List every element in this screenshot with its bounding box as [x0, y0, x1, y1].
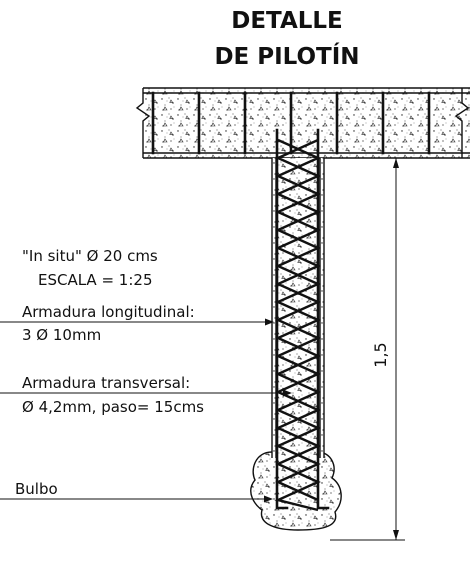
- longitudinal-rebar: [275, 128, 330, 510]
- transverse-leader: [0, 389, 292, 397]
- longitudinal-reinforcement-label: Armadura longitudinal:: [22, 303, 195, 321]
- height-value: 1,5: [371, 342, 390, 367]
- longitudinal-reinforcement-value: 3 Ø 10mm: [22, 326, 101, 344]
- title-line-2: DE PILOTÍN: [214, 42, 359, 70]
- bulb-label: Bulbo: [15, 480, 58, 498]
- scale-note: ESCALA = 1:25: [38, 271, 153, 289]
- longitudinal-leader: [0, 318, 274, 326]
- in-situ-note: "In situ" Ø 20 cms: [22, 247, 158, 265]
- bulb-leader: [0, 495, 273, 503]
- transverse-reinforcement-value: Ø 4,2mm, paso= 15cms: [22, 398, 204, 416]
- transverse-rebar-zigzag: [274, 138, 321, 512]
- title-line-1: DETALLE: [231, 8, 343, 34]
- height-dimension: [330, 157, 405, 541]
- transverse-reinforcement-label: Armadura transversal:: [22, 374, 190, 392]
